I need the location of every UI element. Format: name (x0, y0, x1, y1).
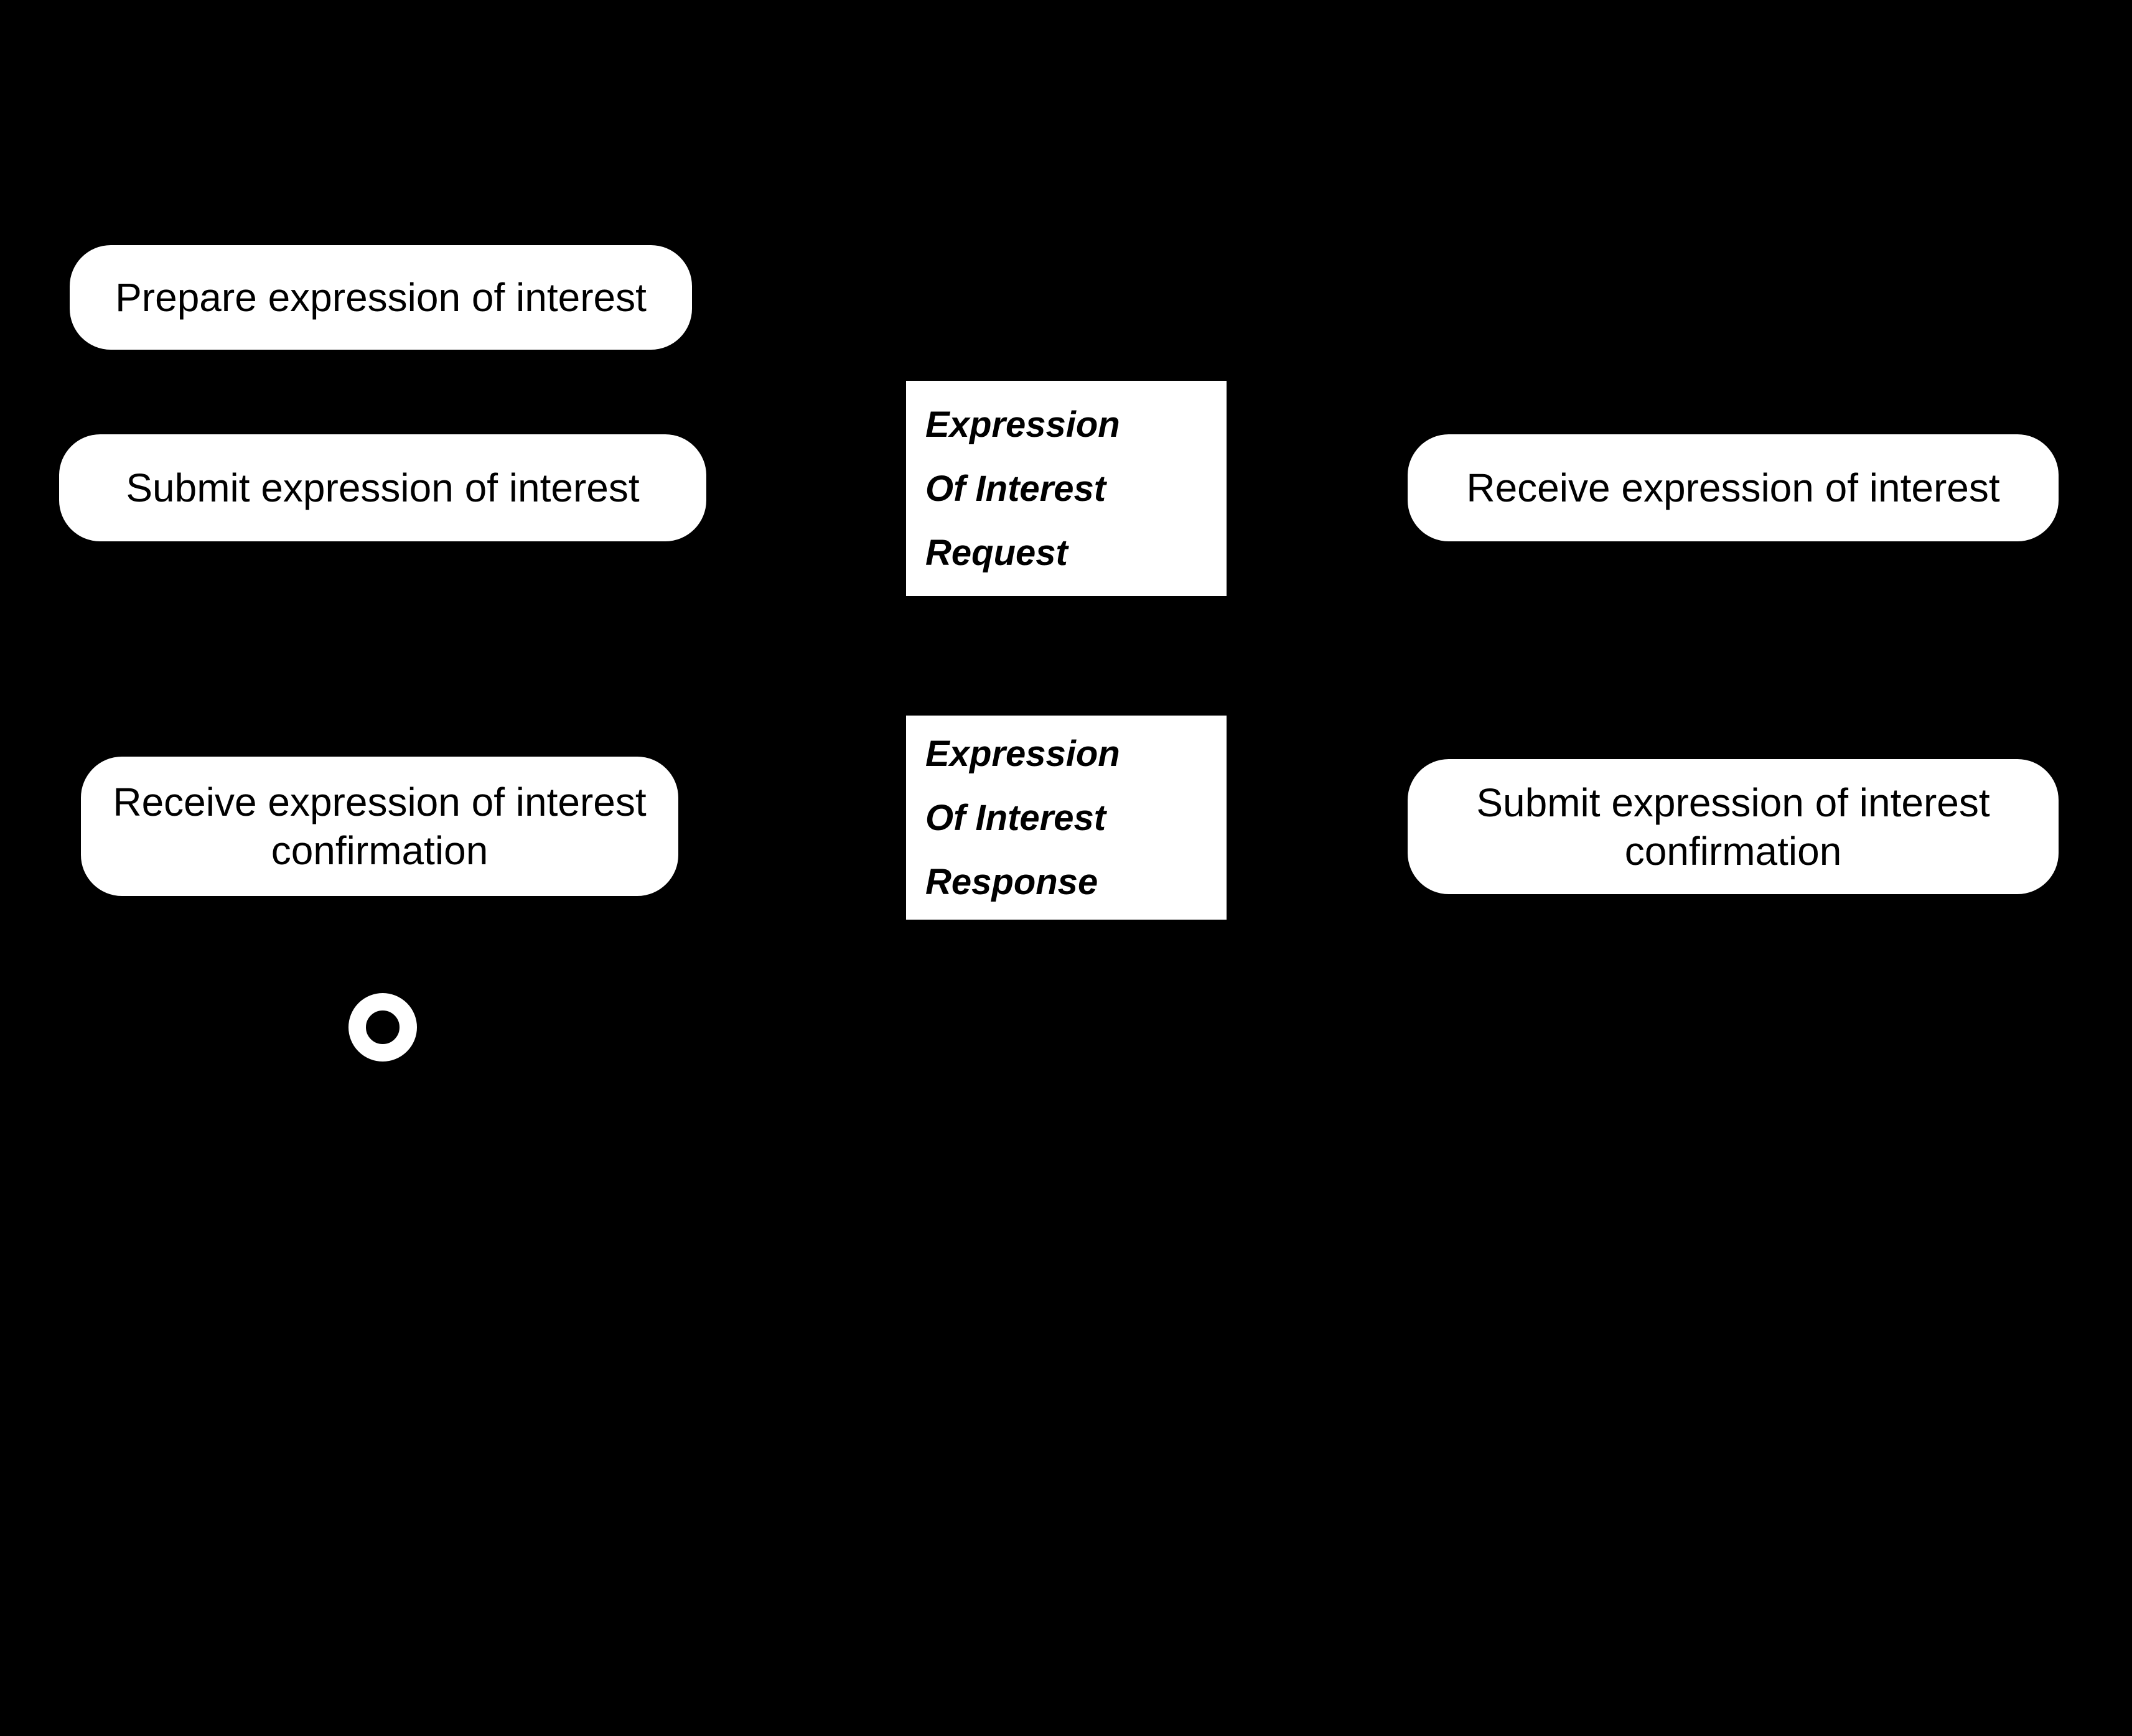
task-prepare-expression-of-interest: Prepare expression of interest (70, 245, 692, 350)
message-line: Response (925, 861, 1098, 902)
task-label: Prepare expression of interest (115, 275, 647, 320)
task-receive-expression-of-interest: Receive expression of interest (1408, 434, 2059, 541)
message-line: Expression (925, 733, 1120, 774)
task-label: Receive expression of interest (1466, 465, 2000, 510)
task-label: Submit expression of interest (126, 465, 640, 510)
message-expression-of-interest-response: Expression Of Interest Response (906, 716, 1227, 920)
message-line: Of Interest (925, 468, 1106, 509)
message-line: Expression (925, 404, 1120, 445)
message-line: Request (925, 532, 1068, 573)
task-label: Receive expression of interest confirmat… (113, 780, 647, 873)
task-submit-expression-of-interest-confirmation: Submit expression of interest confirmati… (1408, 759, 2059, 894)
task-receive-expression-of-interest-confirmation: Receive expression of interest confirmat… (81, 757, 678, 896)
end-event-circle (348, 993, 417, 1062)
task-submit-expression-of-interest: Submit expression of interest (59, 434, 706, 541)
task-label: Submit expression of interest confirmati… (1476, 780, 1990, 874)
message-expression-of-interest-request: Expression Of Interest Request (906, 381, 1227, 596)
message-line: Of Interest (925, 797, 1106, 838)
